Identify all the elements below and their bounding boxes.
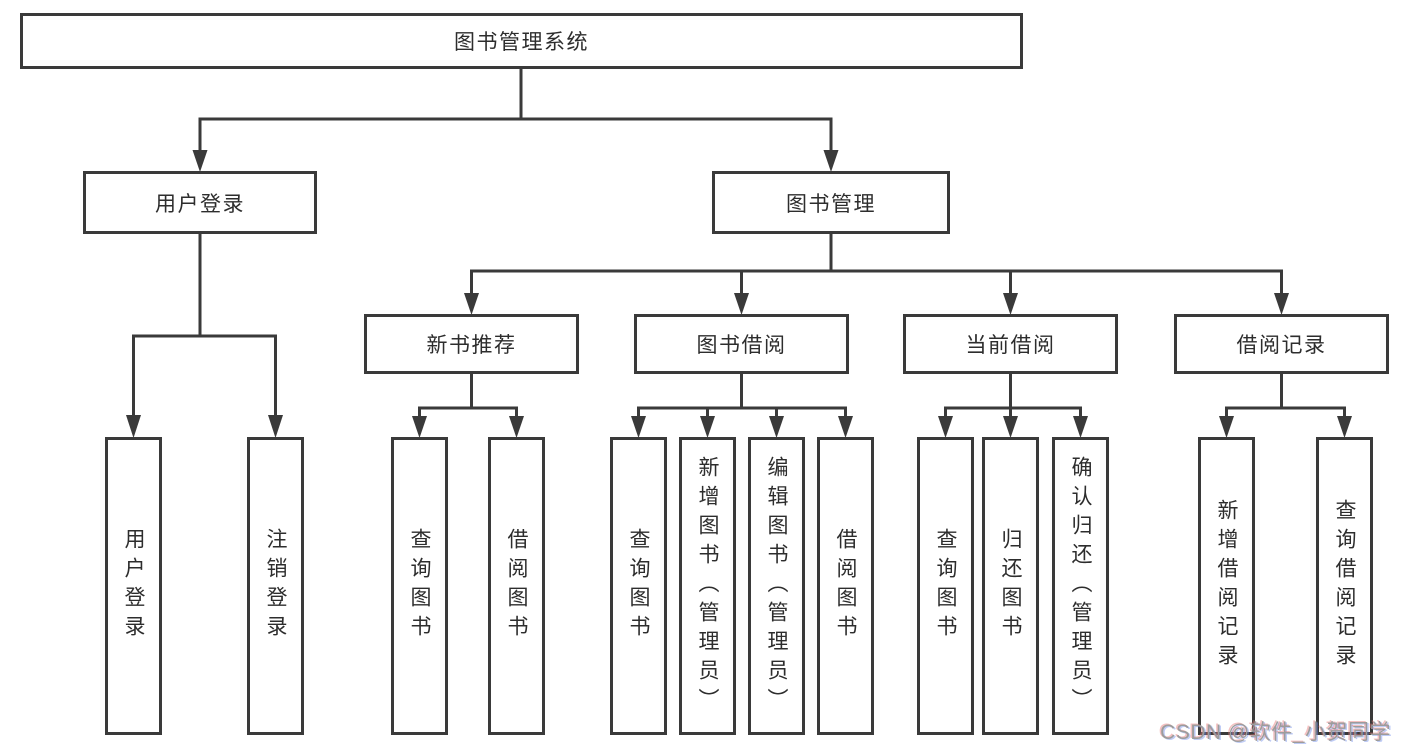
leaf-user-login: 用户登录 bbox=[105, 437, 162, 735]
leaf-add-book-admin: 新增图书（管理员） bbox=[679, 437, 736, 735]
leaf-confirm-return-admin: 确认归还（管理员） bbox=[1052, 437, 1109, 735]
node-label: 借阅记录 bbox=[1236, 334, 1327, 357]
leaf-query-borrow-record: 查询借阅记录 bbox=[1316, 437, 1373, 735]
leaf-return-book: 归还图书 bbox=[982, 437, 1039, 735]
connector-root bbox=[192, 67, 839, 172]
leaf-query-books-newbooks: 查询图书 bbox=[391, 437, 448, 735]
leaf-borrow-books-borrowing: 借阅图书 bbox=[817, 437, 874, 735]
node-label: 图书管理 bbox=[786, 192, 876, 216]
connector-new-books bbox=[412, 372, 524, 438]
node-label: 新书推荐 bbox=[426, 334, 517, 357]
node-label: 归还图书 bbox=[999, 528, 1022, 644]
node-current-borrowing: 当前借阅 bbox=[903, 314, 1118, 374]
leaf-edit-book-admin: 编辑图书（管理员） bbox=[748, 437, 805, 735]
node-label: 新增借阅记录 bbox=[1215, 499, 1238, 673]
node-label: 查询图书 bbox=[627, 528, 650, 644]
node-label: 借阅图书 bbox=[834, 528, 857, 644]
node-label: 查询图书 bbox=[408, 528, 431, 644]
node-label: 确认归还（管理员） bbox=[1069, 455, 1092, 717]
node-label: 借阅图书 bbox=[505, 528, 528, 644]
node-user-login: 用户登录 bbox=[83, 171, 317, 234]
connector-user-login bbox=[126, 232, 283, 438]
connector-current-borrowing bbox=[938, 372, 1088, 438]
node-book-management: 图书管理 bbox=[712, 171, 950, 234]
node-new-books: 新书推荐 bbox=[364, 314, 579, 374]
node-label: 编辑图书（管理员） bbox=[765, 455, 788, 717]
leaf-logout: 注销登录 bbox=[247, 437, 304, 735]
node-label: 查询图书 bbox=[934, 528, 957, 644]
leaf-borrow-books-newbooks: 借阅图书 bbox=[488, 437, 545, 735]
leaf-query-books-borrowing: 查询图书 bbox=[610, 437, 667, 735]
node-label: 当前借阅 bbox=[965, 334, 1056, 357]
leaf-query-books-current: 查询图书 bbox=[917, 437, 974, 735]
node-label: 查询借阅记录 bbox=[1333, 499, 1356, 673]
connector-book-borrowing bbox=[631, 372, 853, 438]
node-label: 图书借阅 bbox=[696, 334, 787, 357]
node-book-borrowing: 图书借阅 bbox=[634, 314, 849, 374]
leaf-add-borrow-record: 新增借阅记录 bbox=[1198, 437, 1255, 735]
connector-borrow-records bbox=[1219, 372, 1352, 438]
watermark: CSDN @软件_小贺同学 bbox=[1160, 721, 1391, 744]
node-label: 新增图书（管理员） bbox=[696, 455, 719, 717]
node-root: 图书管理系统 bbox=[20, 13, 1023, 69]
node-label: 注销登录 bbox=[264, 528, 287, 644]
node-label: 用户登录 bbox=[155, 192, 245, 216]
node-borrow-records: 借阅记录 bbox=[1174, 314, 1389, 374]
connector-book-management bbox=[464, 232, 1289, 315]
node-label: 用户登录 bbox=[122, 528, 145, 644]
node-label: 图书管理系统 bbox=[454, 31, 589, 54]
